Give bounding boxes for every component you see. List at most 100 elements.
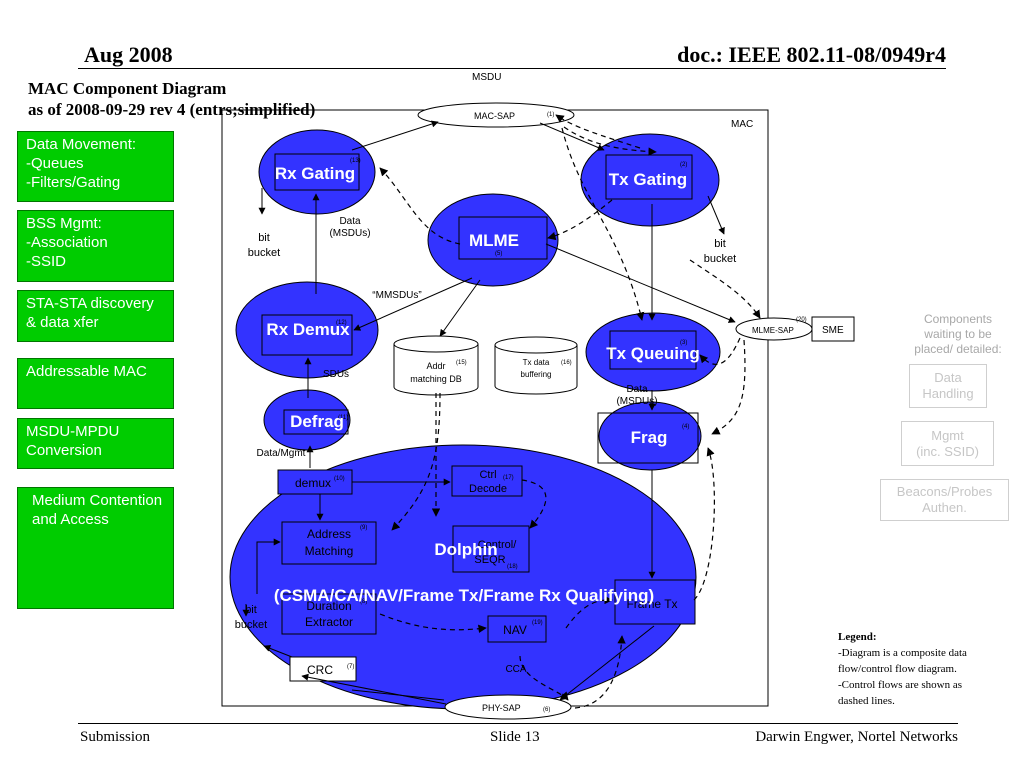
seqr-num: (18)	[507, 564, 518, 570]
mlme-sap-label: MLME-SAP	[752, 326, 794, 335]
address-matching-box	[281, 521, 377, 565]
footer-rule	[78, 723, 958, 724]
sme-box[interactable]	[811, 316, 855, 342]
mlme-num: (5)	[495, 251, 502, 257]
tx-buf-num: (16)	[561, 360, 572, 366]
data-mgmt-label: Data/Mgmt	[257, 448, 306, 459]
crc-num: (7)	[347, 664, 354, 670]
rx-demux-num: (12)	[336, 320, 347, 326]
dolphin-title: Dolphin	[434, 540, 497, 559]
addr-num: (9)	[360, 525, 367, 531]
mac-sap-num: (1)	[547, 112, 554, 118]
rx-demux-blob	[235, 281, 379, 379]
tx-data-buffering-db	[494, 336, 578, 395]
address-matching-line1: Address	[307, 527, 351, 541]
addr-db-line1: Addr	[426, 361, 445, 371]
header-doc-id: doc.: IEEE 802.11-08/0949r4	[677, 42, 946, 67]
demux-num: (10)	[334, 476, 345, 482]
phy-to-dolphin-line	[351, 689, 445, 701]
legend-line-2: flow/control flow diagram.	[838, 663, 957, 675]
tx-queuing-num: (3)	[680, 340, 687, 346]
tx-bucket-label: bucket	[704, 253, 736, 265]
rx-bucket-label: bucket	[248, 247, 280, 259]
mac-sap-ellipse[interactable]	[417, 102, 575, 128]
mlme-sap-num: (20)	[796, 317, 807, 323]
legend-line-1: -Diagram is a composite data	[838, 647, 967, 659]
ctrl-decode-line1: Ctrl	[479, 469, 496, 481]
category-sta-sta: STA-STA discovery & data xfer	[17, 290, 174, 342]
mac-sap-label: MAC-SAP	[474, 111, 515, 121]
pending-heading: Components waiting to be placed/ detaile…	[914, 312, 1002, 356]
legend-line-3: -Control flows are shown as	[838, 679, 963, 691]
frag-blob	[598, 401, 702, 471]
frag-box	[597, 412, 699, 464]
pending-mgmt: Mgmt (inc. SSID)	[901, 421, 994, 466]
rx-data-label-2: (MSDUs)	[329, 228, 370, 239]
footer-submission: Submission	[80, 729, 151, 745]
nav-label: NAV	[503, 623, 527, 637]
legend: Legend: -Diagram is a composite data flo…	[838, 629, 967, 709]
demux-label: demux	[295, 476, 331, 490]
phy-sap-label: PHY-SAP	[482, 703, 521, 713]
tx-gating-num: (2)	[680, 162, 687, 168]
frag-num: (4)	[682, 424, 689, 430]
tx-queuing-title: Tx Queuing	[606, 344, 700, 363]
rx-gating-num: (13)	[350, 158, 361, 164]
address-matching-line2: Matching	[305, 544, 354, 558]
category-addressable-mac: Addressable MAC	[17, 358, 174, 409]
rx-bit-label: bit	[258, 232, 270, 244]
duration-extractor-line1: Duration	[306, 599, 351, 613]
mac-label: MAC	[731, 119, 753, 130]
legend-line-4: dashed lines.	[838, 695, 895, 707]
tx-data-label-2: (MSDUs)	[616, 396, 657, 407]
category-msdu-mpdu: MSDU-MPDU Conversion	[17, 418, 174, 469]
duration-extractor-box	[281, 593, 377, 635]
nav-num: (19)	[532, 620, 543, 626]
tx-bit-label: bit	[714, 238, 726, 250]
tx-db-line2: buffering	[521, 370, 552, 379]
mlme-title: MLME	[469, 231, 519, 250]
pending-beacons-probes: Beacons/Probes Authen.	[880, 479, 1009, 521]
defrag-box	[283, 409, 349, 435]
control-seqr-line1: Control/	[478, 539, 517, 551]
phy-sap-ellipse[interactable]	[444, 694, 572, 720]
sdus-label: SDUs	[323, 369, 349, 380]
nav-box	[487, 615, 547, 643]
dolphin-subtitle: (CSMA/CA/NAV/Frame Tx/Frame Rx Qualifyin…	[274, 586, 654, 605]
rx-gating-blob	[258, 129, 376, 215]
frame-tx-label: Frame Tx	[626, 597, 677, 611]
category-bss-mgmt: BSS Mgmt: -Association -SSID	[17, 210, 174, 282]
rx-gating-title: Rx Gating	[275, 164, 355, 183]
phy-sap-num: (6)	[543, 707, 550, 713]
tx-gating-title: Tx Gating	[609, 170, 687, 189]
category-medium-contention: Medium Contention and Access	[17, 487, 174, 609]
header-rule	[78, 68, 946, 69]
rx-data-label-1: Data	[339, 216, 361, 227]
crc-label: CRC	[307, 663, 333, 677]
addr-db-line2: matching DB	[410, 374, 462, 384]
frag-title: Frag	[631, 428, 668, 447]
category-data-movement: Data Movement: -Queues -Filters/Gating	[17, 131, 174, 202]
dolphin-bucket-label: bucket	[235, 619, 267, 631]
ctrl-decode-box	[451, 465, 523, 497]
msdu-label: MSDU	[472, 72, 501, 83]
rx-gating-box	[274, 153, 360, 191]
control-seqr-line2: SEQR	[474, 554, 505, 566]
defrag-num: (11)	[338, 415, 348, 421]
addr-matching-db	[393, 335, 479, 396]
ctrl-num: (17)	[503, 475, 514, 481]
addr-db-num: (15)	[456, 360, 467, 366]
header-date: Aug 2008	[84, 42, 173, 67]
frame-tx-box	[614, 579, 696, 625]
ctrl-decode-line2: Decode	[469, 483, 507, 495]
footer-author: Darwin Engwer, Nortel Networks	[755, 729, 958, 745]
rx-demux-box	[261, 314, 353, 356]
tx-data-label-1: Data	[626, 384, 648, 395]
pending-data-handling: Data Handling	[909, 364, 987, 408]
control-seqr-box	[452, 525, 530, 573]
footer-slide-number: Slide 13	[490, 729, 540, 745]
slide-title: MAC Component Diagram as of 2008-09-29 r…	[28, 78, 315, 120]
title-line-1: MAC Component Diagram	[28, 79, 227, 98]
legend-heading: Legend:	[838, 631, 877, 643]
